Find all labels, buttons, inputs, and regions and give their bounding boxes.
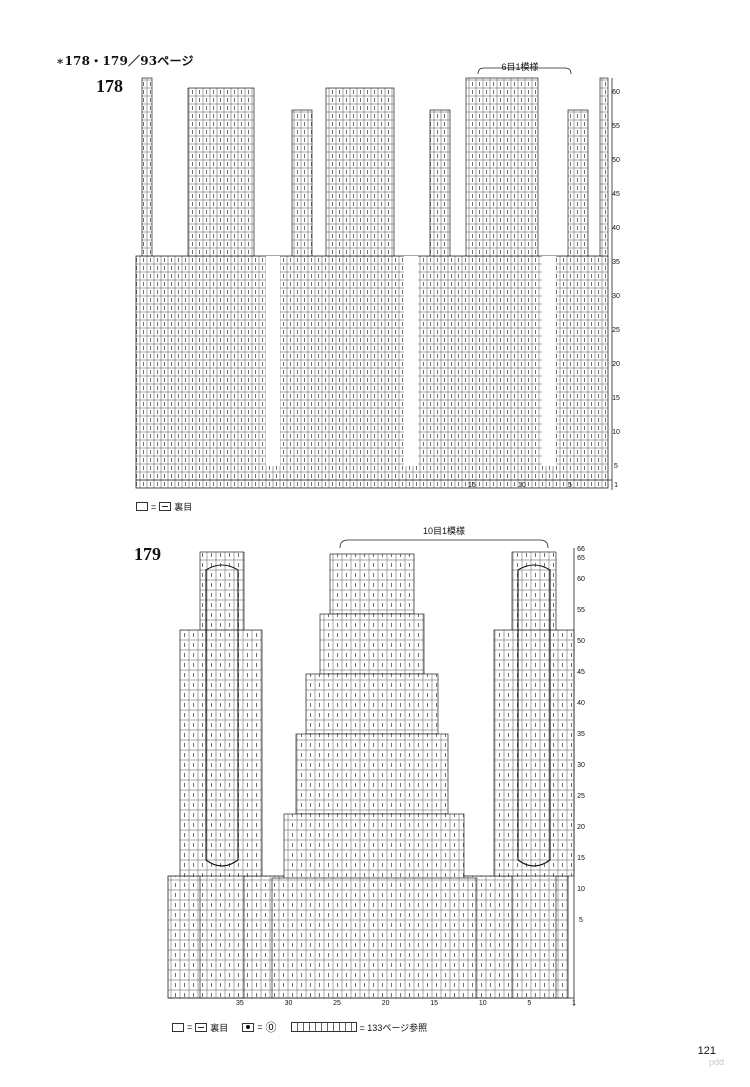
chart-178-number: 178 [96, 76, 123, 96]
bobble-diagram-icon: ⓪ [265, 1022, 277, 1034]
cable-symbol-icon [290, 1022, 357, 1032]
chart-179-number: 179 [134, 544, 161, 564]
chart-179-repeat-label: 10目1模様 [422, 526, 466, 536]
empty-square-icon [172, 1022, 184, 1032]
bobble-symbol-icon [242, 1022, 255, 1032]
watermark: pdd [708, 1057, 724, 1067]
chart-179-legend: = 裏目 = ⓪ = 133ページ参照 [172, 1019, 427, 1035]
purl-symbol-icon [195, 1022, 208, 1032]
chart-178-grid [135, 67, 613, 490]
chart-178-repeat-label: 6目1模様 [501, 62, 539, 72]
empty-square-icon [136, 502, 148, 511]
chart-179-grid [167, 539, 575, 1006]
page-header: ∗178・179／93ページ [56, 54, 194, 68]
purl-symbol-icon [159, 502, 172, 511]
page-number: 121 [697, 1045, 716, 1057]
chart-178-legend: = 裏目 [136, 500, 192, 513]
